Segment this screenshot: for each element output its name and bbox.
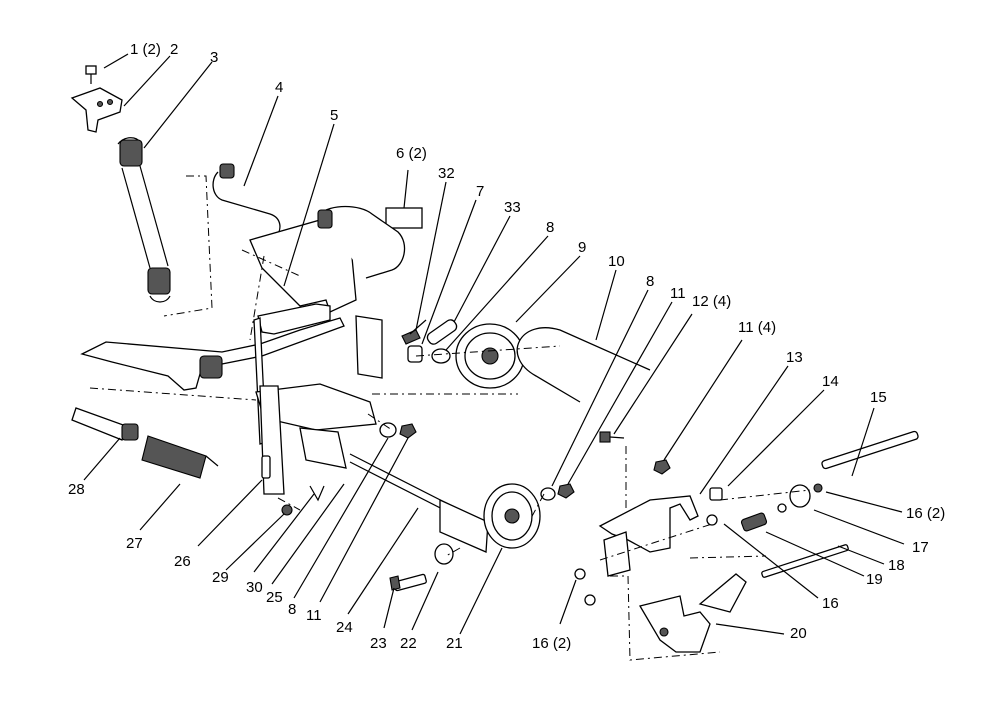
callout-15: 15 [870, 389, 887, 406]
part-4-rod [212, 163, 281, 237]
callout-7: 7 [476, 183, 484, 200]
callout-10: 10 [608, 253, 625, 270]
part-16-cotter-pin-middle [706, 514, 718, 526]
callout-11-middle: 11 [670, 285, 686, 302]
callout-16-middle: 16 [822, 595, 839, 612]
part-28-rod [71, 407, 139, 441]
part-16-cotter-pins-lower [574, 568, 596, 606]
idler-arm-bracket [255, 315, 383, 431]
callout-16-lower: 16 (2) [532, 635, 571, 652]
callout-22: 22 [400, 635, 417, 652]
callout-8-upper: 8 [546, 219, 554, 236]
part-23-bolt [389, 573, 427, 592]
callout-29: 29 [212, 569, 229, 586]
callout-1: 1 (2) [130, 41, 161, 58]
callout-32: 32 [438, 165, 455, 182]
part-33-pin [407, 345, 423, 363]
part-29-bushing [281, 504, 293, 516]
callout-12: 12 (4) [692, 293, 731, 310]
callout-9: 9 [578, 239, 586, 256]
callout-13: 13 [786, 349, 803, 366]
callout-14: 14 [822, 373, 839, 390]
callout-28: 28 [68, 481, 85, 498]
part-16-cotter-pin-right [813, 483, 823, 493]
part-19-spring [740, 503, 787, 532]
part-1-screw [85, 65, 97, 84]
part-3-extension-spring [117, 137, 171, 303]
part-8-washer-lower [540, 487, 556, 501]
callout-25: 25 [266, 589, 283, 606]
part-30-clip [309, 485, 325, 502]
part-6-decal [385, 207, 423, 229]
callout-23: 23 [370, 635, 387, 652]
part-32-bolt [401, 319, 427, 345]
part-12-bolt [599, 431, 625, 443]
part-18-rod [761, 544, 849, 578]
callout-5: 5 [330, 107, 338, 124]
pivot-shaft-assembly [80, 205, 406, 445]
part-14-pin [709, 487, 723, 501]
part-11-nut [399, 423, 417, 439]
callout-27: 27 [126, 535, 143, 552]
callout-11-right: 11 (4) [738, 319, 776, 336]
part-24-rod-bracket [259, 385, 489, 553]
part-8-washer-upper [431, 348, 451, 364]
part-10-belt-guide [516, 327, 651, 403]
part-11-nut-lower [557, 483, 575, 499]
part-27-compression-spring [141, 435, 219, 479]
callout-20: 20 [790, 625, 807, 642]
callout-16-right: 16 (2) [906, 505, 945, 522]
callout-26: 26 [174, 553, 191, 570]
callout-2: 2 [170, 41, 178, 58]
part-2-bracket [70, 87, 123, 133]
callout-11-lower: 11 [306, 607, 322, 624]
alignment-lines [89, 175, 811, 661]
part-7-spacer [426, 319, 458, 345]
callout-17: 17 [912, 539, 929, 556]
part-25-washer [379, 422, 397, 438]
part-22-spacer [434, 543, 454, 565]
callout-4: 4 [275, 79, 283, 96]
part-15-shaft [821, 430, 919, 470]
part-21-drive-pulley [483, 483, 541, 549]
leader-lines [83, 53, 905, 635]
callout-21: 21 [446, 635, 463, 652]
part-20-lever-assembly [638, 573, 747, 653]
callout-labels: 1 (2) 2 3 4 5 6 (2) 32 7 33 8 9 10 8 11 … [68, 41, 945, 652]
callout-6: 6 (2) [396, 145, 427, 162]
part-11-nut-right [653, 459, 671, 475]
callout-19: 19 [866, 571, 883, 588]
part-13-mounting-bracket [598, 495, 699, 577]
part-26-pin [261, 455, 271, 479]
callout-18: 18 [888, 557, 905, 574]
callout-33: 33 [504, 199, 521, 216]
callout-30: 30 [246, 579, 263, 596]
callout-8-lower: 8 [288, 601, 296, 618]
part-9-idler-pulley [455, 323, 525, 389]
callout-3: 3 [210, 49, 218, 66]
part-17-bushing [789, 484, 811, 508]
callout-24: 24 [336, 619, 353, 636]
callout-8-middle: 8 [646, 273, 654, 290]
